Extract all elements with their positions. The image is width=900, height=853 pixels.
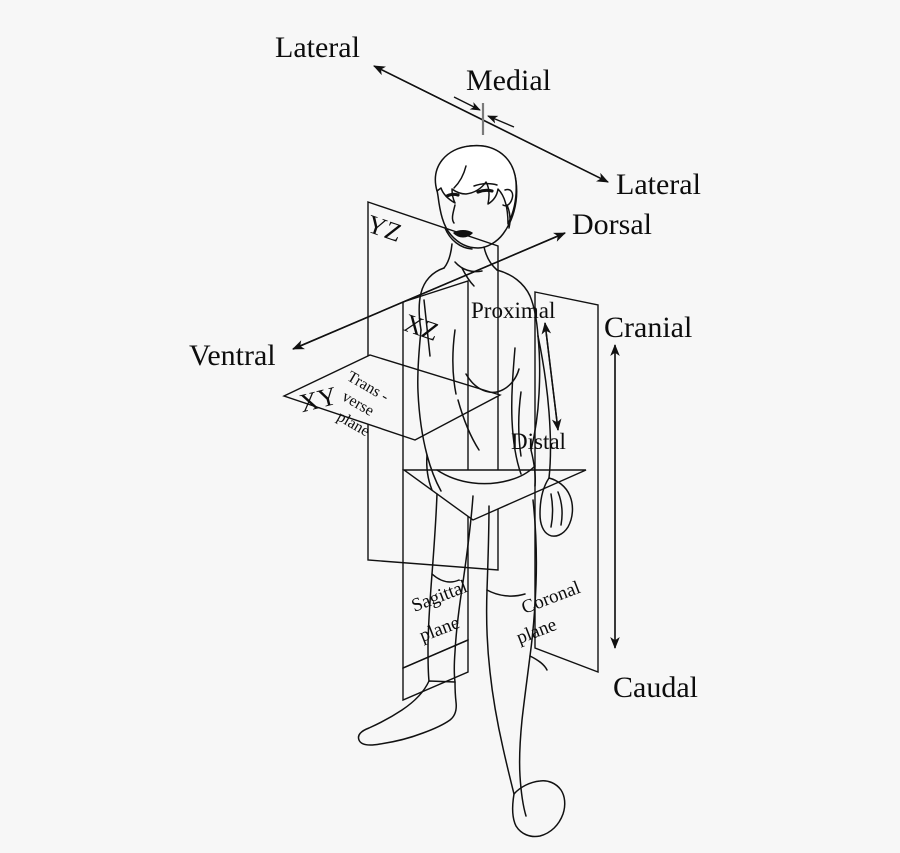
label-distal: Distal [511,429,566,454]
label-caudal: Caudal [613,671,698,704]
nose [451,204,456,224]
torso-right-contour [530,335,541,451]
label-cranial: Cranial [604,311,693,344]
torso-left-contour [417,329,442,492]
label-proximal: Proximal [471,298,556,323]
arm-left-inner [423,299,431,357]
clavicle-notch [461,267,475,287]
brow-line [473,182,498,187]
human-figure [357,144,574,838]
lateral-arrow-line-right [373,65,609,183]
finger-line-1 [557,491,563,526]
foot-right [511,780,566,838]
shoulder-right [496,269,539,337]
medial-arrow-left [453,96,481,111]
shoulder-left [418,267,445,331]
forearm-inner-fold [518,391,522,457]
neck-left [443,243,453,269]
label-dorsal: Dorsal [572,208,652,241]
dorsal-arrow-line [292,232,566,350]
chest-line-left [465,373,498,394]
calf-right [529,655,548,671]
chest-line-right [496,368,520,393]
arm-right-inner [510,347,522,475]
arm-right-outer [537,335,552,479]
pelvis-line [436,465,536,485]
label-ventral: Ventral [189,339,276,372]
eye-left [445,192,460,198]
plane-group [282,201,599,702]
leg-left-front [427,493,438,682]
eye-right [476,188,494,194]
xy-plane [282,354,502,441]
hip-left [426,454,433,491]
ear [502,188,514,207]
leg-left-back [453,495,474,683]
finger-line-2 [550,493,554,528]
direction-arrows [292,65,620,649]
label-lateral-right: Lateral [616,168,701,201]
transverse-plane-hip-quad [401,469,587,521]
hand-outline [539,477,574,537]
calf-left [431,573,460,583]
neck-right [483,246,498,271]
medial-arrow-right [487,115,515,128]
foot-left [357,680,457,746]
abdomen-line-2 [452,329,457,395]
hip-right [530,449,536,487]
neck-shadow [454,261,483,273]
hair-front-strand [453,165,467,189]
sagittal-plane-lower [402,638,469,702]
label-medial: Medial [466,64,551,97]
mouth [453,230,473,238]
knee-right [486,589,526,597]
distal-arrow-line [544,322,562,431]
jaw-line [444,227,473,250]
leg-right-front [485,505,515,795]
leg-right-back [518,499,538,817]
abdomen-line-1 [457,399,480,451]
label-lateral-left: Lateral [275,31,360,64]
hair-sideburn [506,204,511,229]
